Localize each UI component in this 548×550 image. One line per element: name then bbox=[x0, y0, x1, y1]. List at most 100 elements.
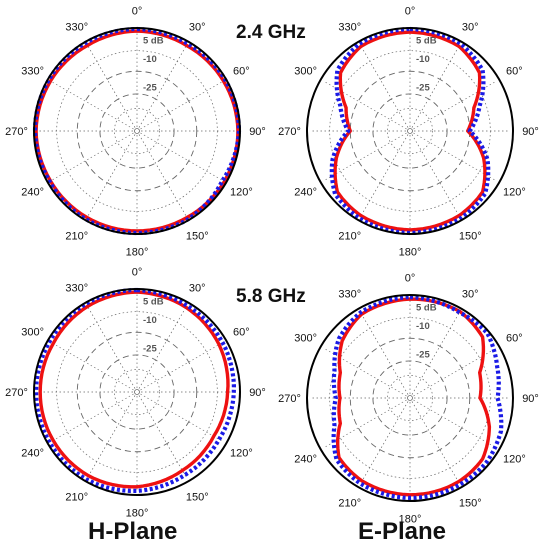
radial-gridline bbox=[50, 130, 138, 182]
angle-label: 90° bbox=[522, 393, 539, 405]
ring-label: -25 bbox=[416, 350, 430, 361]
series-dotted-line bbox=[331, 295, 504, 500]
radial-gridline bbox=[409, 397, 497, 449]
dashed-ring bbox=[99, 93, 175, 169]
series-solid-line bbox=[336, 297, 492, 497]
ring-label: 5 dB bbox=[416, 35, 437, 46]
angle-label: 300° bbox=[294, 66, 317, 78]
angle-label: 120° bbox=[230, 447, 253, 459]
dotted-ring bbox=[56, 50, 218, 212]
series-dotted-line bbox=[329, 26, 491, 236]
ring-label: -10 bbox=[143, 54, 157, 65]
angle-label: 120° bbox=[503, 186, 526, 198]
polar-chart-4: 5 dB-10-250°30°60°90°120°150°180°210°240… bbox=[278, 272, 539, 525]
radial-gridline bbox=[136, 391, 224, 443]
ring-label: -10 bbox=[143, 315, 157, 326]
polar-chart-3: 5 dB-10-250°30°60°90°120°150°180°210°240… bbox=[5, 266, 266, 519]
angle-label: 150° bbox=[186, 491, 209, 503]
series-dotted-line bbox=[34, 287, 236, 493]
dashed-ring bbox=[372, 360, 448, 436]
radial-gridline bbox=[409, 347, 497, 399]
ring-label: -25 bbox=[143, 83, 157, 94]
ring-label: -25 bbox=[143, 344, 157, 355]
outer-ring bbox=[33, 288, 241, 496]
ring-label: 5 dB bbox=[143, 35, 164, 46]
angle-label: 330° bbox=[65, 283, 88, 295]
angle-label: 0° bbox=[132, 5, 143, 17]
center-marker bbox=[134, 389, 140, 395]
radial-gridline bbox=[136, 44, 188, 132]
angle-label: 330° bbox=[338, 22, 361, 34]
angle-label: 60° bbox=[506, 66, 523, 78]
ring-label: -25 bbox=[416, 83, 430, 94]
angle-label: 150° bbox=[459, 497, 482, 509]
radial-gridline bbox=[409, 130, 497, 182]
ring-label: 5 dB bbox=[416, 302, 437, 313]
dashed-ring bbox=[349, 337, 471, 459]
dashed-ring bbox=[76, 331, 198, 453]
angle-label: 240° bbox=[21, 447, 44, 459]
angle-label: 270° bbox=[5, 387, 28, 399]
radial-gridline bbox=[359, 311, 411, 399]
dotted-ring bbox=[386, 107, 434, 155]
angle-label: 90° bbox=[249, 126, 266, 138]
dotted-ring bbox=[329, 317, 491, 479]
angle-label: 60° bbox=[233, 66, 250, 78]
center-marker bbox=[407, 128, 413, 134]
angle-label: 300° bbox=[21, 327, 44, 339]
angle-label: 120° bbox=[503, 453, 526, 465]
angle-label: 210° bbox=[65, 491, 88, 503]
angle-label: 330° bbox=[21, 66, 44, 78]
series-dotted-line bbox=[32, 26, 242, 236]
radial-gridline bbox=[359, 397, 411, 485]
dotted-ring bbox=[113, 107, 161, 155]
angle-label: 30° bbox=[189, 283, 206, 295]
angle-label: 180° bbox=[399, 247, 422, 259]
angle-label: 30° bbox=[462, 22, 479, 34]
angle-label: 300° bbox=[294, 333, 317, 345]
radial-gridline bbox=[50, 391, 138, 443]
angle-label: 270° bbox=[278, 126, 301, 138]
radial-gridline bbox=[86, 391, 138, 479]
dashed-ring bbox=[99, 354, 175, 430]
angle-label: 150° bbox=[459, 230, 482, 242]
radial-gridline bbox=[136, 130, 224, 182]
plane-label-left: H-Plane bbox=[88, 518, 178, 545]
radial-gridline bbox=[86, 44, 138, 132]
radial-gridline bbox=[136, 341, 224, 393]
angle-label: 180° bbox=[126, 247, 149, 259]
plane-label-right: E-Plane bbox=[358, 518, 447, 545]
dotted-ring bbox=[329, 50, 491, 212]
angle-label: 330° bbox=[338, 289, 361, 301]
dotted-ring bbox=[386, 374, 434, 422]
dotted-ring bbox=[113, 368, 161, 416]
outer-ring bbox=[306, 294, 514, 502]
angle-label: 120° bbox=[230, 186, 253, 198]
radial-gridline bbox=[409, 397, 461, 485]
ring-label: 5 dB bbox=[143, 296, 164, 307]
angle-label: 0° bbox=[405, 5, 416, 17]
angle-label: 90° bbox=[249, 387, 266, 399]
angle-label: 180° bbox=[399, 514, 422, 526]
polar-chart-1: 5 dB-10-250°30°60°90°120°150°180°210°240… bbox=[5, 5, 266, 258]
radial-gridline bbox=[86, 130, 138, 218]
radial-gridline bbox=[50, 80, 138, 132]
center-marker bbox=[407, 395, 413, 401]
radial-gridline bbox=[409, 311, 461, 399]
radial-gridline bbox=[323, 130, 411, 182]
ring-label: -10 bbox=[416, 321, 430, 332]
radial-gridline bbox=[359, 44, 411, 132]
radial-gridline bbox=[323, 80, 411, 132]
radial-gridline bbox=[136, 305, 188, 393]
angle-label: 240° bbox=[294, 453, 317, 465]
dotted-ring bbox=[56, 311, 218, 473]
angle-label: 180° bbox=[126, 508, 149, 520]
radial-gridline bbox=[86, 305, 138, 393]
frequency-label-bottom: 5.8 GHz bbox=[236, 286, 306, 307]
outer-ring bbox=[33, 27, 241, 235]
polar-chart-2: 5 dB-10-250°30°60°90°120°150°180°210°240… bbox=[278, 5, 539, 258]
angle-label: 270° bbox=[5, 126, 28, 138]
angle-label: 270° bbox=[278, 393, 301, 405]
dashed-ring bbox=[76, 70, 198, 192]
